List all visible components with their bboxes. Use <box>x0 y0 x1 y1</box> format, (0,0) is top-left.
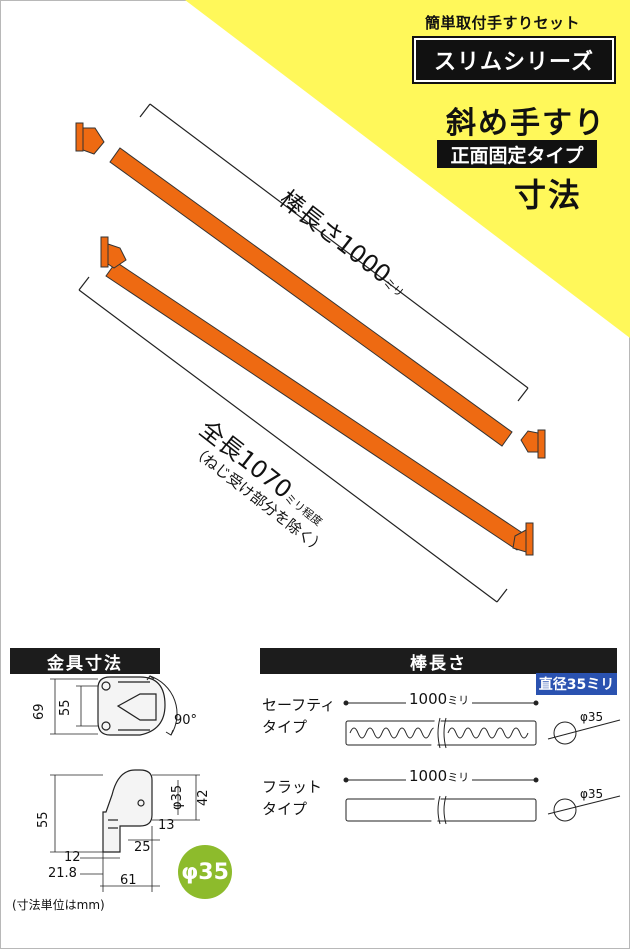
upper-rail <box>75 122 546 459</box>
safety-type-label: セーフティ タイプ <box>262 694 335 738</box>
flat-type-line1: フラット <box>262 778 323 796</box>
bracket-top-view <box>50 675 178 736</box>
flat-length-unit: ミリ <box>447 771 470 784</box>
safety-length: 1000ミリ <box>406 690 473 708</box>
flat-diameter: φ35 <box>580 787 604 801</box>
safety-type-line1: セーフティ <box>262 696 336 714</box>
upper-bar <box>109 147 513 447</box>
page-title: 斜め手すり <box>446 106 606 141</box>
diameter-badge: φ35 <box>178 845 232 899</box>
flat-type-label: フラット タイプ <box>262 776 322 820</box>
dim-42: 42 <box>196 789 211 806</box>
dim-phi35: φ35 <box>170 784 185 810</box>
subtitle-badge: 正面固定タイプ <box>437 140 597 168</box>
flat-length: 1000ミリ <box>406 767 473 785</box>
diameter-chip: 直径35ミリ <box>536 673 617 695</box>
lower-bar <box>105 261 528 551</box>
total-length-dim-line <box>78 276 508 603</box>
flat-bar <box>343 777 621 825</box>
lower-rail <box>100 236 534 556</box>
lower-left-bracket <box>100 236 127 269</box>
dim-61: 61 <box>120 873 137 888</box>
yellow-corner <box>185 0 630 338</box>
flat-length-value: 1000 <box>409 767 448 785</box>
dim-13: 13 <box>158 818 175 833</box>
upper-left-bracket <box>75 122 105 155</box>
dim-55-top: 55 <box>58 699 73 716</box>
dim-angle: 90° <box>174 713 198 728</box>
safety-diameter: φ35 <box>580 710 604 724</box>
bracket-side-view <box>50 769 200 892</box>
bar-length-dim-line <box>139 103 529 402</box>
dim-55-side: 55 <box>36 811 51 828</box>
dim-21-8: 21.8 <box>48 866 77 881</box>
bracket-dims-heading: 金具寸法 <box>10 648 160 674</box>
safety-bar <box>343 700 621 749</box>
bar-length-heading: 棒長さ <box>260 648 617 674</box>
flat-type-line2: タイプ <box>262 800 308 818</box>
safety-length-unit: ミリ <box>447 694 470 707</box>
dim-25: 25 <box>134 840 151 855</box>
dim-12: 12 <box>64 850 81 865</box>
dimensions-title: 寸法 <box>514 176 583 214</box>
upper-right-bracket <box>520 429 546 459</box>
set-label: 簡単取付手すりセット <box>425 14 581 32</box>
unit-note: (寸法単位はmm) <box>12 898 105 912</box>
lower-right-bracket <box>512 522 534 556</box>
dim-69: 69 <box>32 703 47 720</box>
series-badge: スリムシリーズ <box>412 36 616 84</box>
safety-type-line2: タイプ <box>262 718 308 736</box>
safety-length-value: 1000 <box>409 690 448 708</box>
